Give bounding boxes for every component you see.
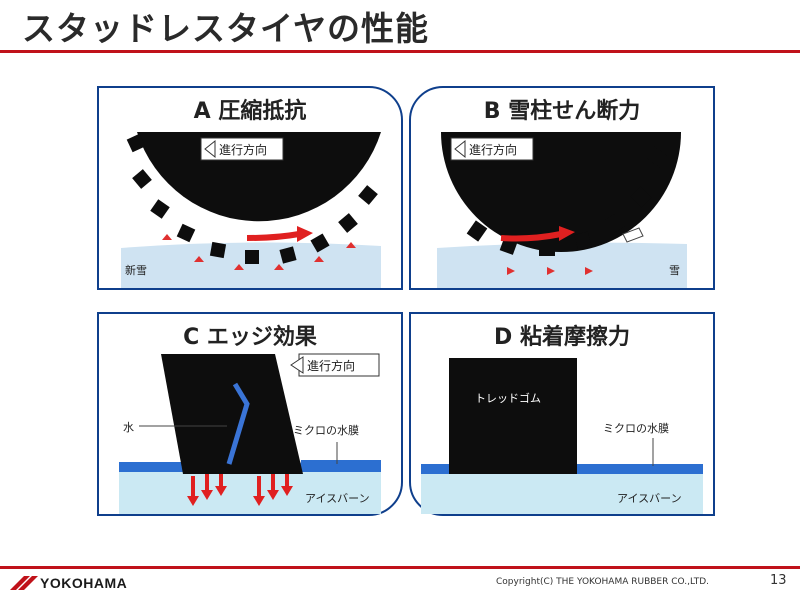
panel-d-film-label: ミクロの水膜 [603,422,669,435]
rotation-arrow [500,231,562,242]
direction-label-box [200,137,284,161]
footer-divider [0,566,800,569]
edge-arrows [187,474,293,506]
panel-d-ice-label: アイスバーン [617,492,682,505]
page-title: スタッドレスタイヤの性能 [22,9,430,48]
logo-text: YOKOHAMA [40,575,128,591]
panel-d-illustration [421,354,703,514]
title-divider [0,50,800,53]
panel-b-title: B 雪柱せん断力 [483,99,641,124]
panel-a-direction: 進行方向 [219,143,268,157]
compression-arrows [162,234,356,270]
panel-c-ice-label: アイスバーン [305,492,370,505]
panel-edge-effect: C エッジ効果 進行方向 水 ミクロの水膜 アイスバーン [97,312,403,516]
panel-d-title: D 粘着摩擦力 [494,325,630,350]
panel-a-surface-label: 新雪 [125,264,147,277]
new-snow-surface [121,242,381,288]
panel-c-film-label: ミクロの水膜 [293,424,359,437]
panel-c-water-label: 水 [123,421,134,434]
tire-silhouette [126,132,381,264]
rotation-arrow [246,231,300,241]
panel-adhesive-friction: D 粘着摩擦力 トレッドゴム ミクロの水膜 アイスバーン [409,312,715,516]
snow-surface [437,242,687,288]
panel-compression-resistance: A 圧縮抵抗 進行方向 新雪 [97,86,403,290]
panel-b-illustration [437,132,687,288]
direction-label-box [450,137,534,161]
tread-block [161,354,303,474]
ice-surface [421,474,703,514]
ice-surface [119,472,381,514]
water-film [119,460,381,472]
panel-c-direction: 進行方向 [307,359,356,373]
panel-a-illustration [121,132,381,288]
snow-chip [622,227,644,243]
direction-label-box [290,353,380,377]
sipe-line [226,382,250,465]
tire-silhouette [441,132,681,256]
shear-arrows [507,267,593,275]
panel-b-surface-label: 雪 [669,264,680,277]
panel-d-rubber-label: トレッドゴム [475,392,541,405]
page-number: 13 [770,573,787,588]
panel-snow-column-shear: B 雪柱せん断力 進行方向 雪 [409,86,715,290]
panel-c-title: C エッジ効果 [183,325,317,350]
tread-rubber-block [449,358,577,474]
panel-b-direction: 進行方向 [469,143,518,157]
copyright-text: Copyright(C) THE YOKOHAMA RUBBER CO.,LTD… [496,577,710,587]
yokohama-logo: YOKOHAMA [8,572,148,594]
panel-a-title: A 圧縮抵抗 [193,99,307,124]
panel-c-illustration [119,353,381,514]
logo-mark-icon [10,576,38,590]
